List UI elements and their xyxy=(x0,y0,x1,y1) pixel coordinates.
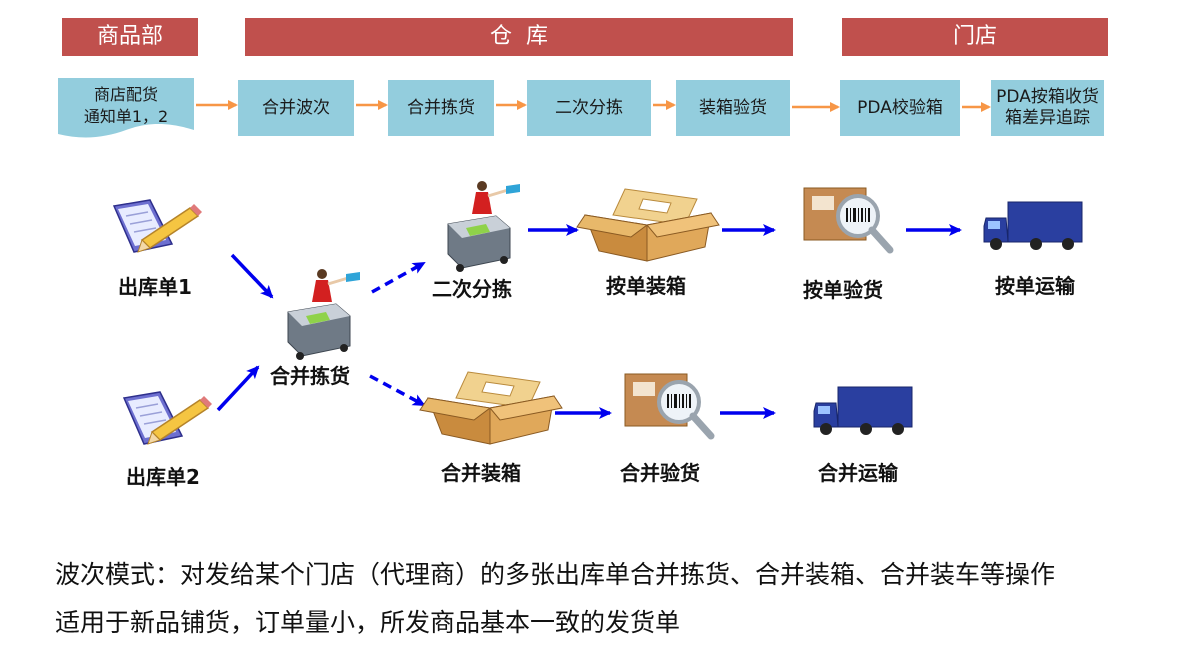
open-box-icon xyxy=(576,188,720,262)
step-notice-line2: 通知单1，2 xyxy=(83,107,169,126)
step-pda-receive-line2: 箱差异追踪 xyxy=(1005,108,1090,128)
notice-document-shape xyxy=(58,78,194,138)
note-line-1: 波次模式：对发给某个门店（代理商）的多张出库单合并拣货、合并装箱、合并装车等操作 xyxy=(55,560,1056,589)
flow-arrows xyxy=(216,224,962,419)
step-pda-receive: PDA按箱收货 箱差异追踪 xyxy=(991,80,1104,136)
step-merge-pick: 合并拣货 xyxy=(388,80,494,136)
step-pda-receive-line1: PDA按箱收货 xyxy=(996,87,1099,107)
label-merge-check: 合并验货 xyxy=(620,461,700,485)
picker-cart-icon xyxy=(287,269,360,360)
flow-arrow-dashed xyxy=(369,374,426,407)
label-ship-by-order: 按单运输 xyxy=(995,274,1075,298)
header-store: 门店 xyxy=(842,18,1108,56)
process-arrows xyxy=(196,100,991,112)
barcode-check-icon xyxy=(803,187,894,254)
label-pack-by-order: 按单装箱 xyxy=(606,274,686,298)
label-order-2: 出库单2 xyxy=(126,465,200,489)
step-notice-line1: 商店配货 xyxy=(93,85,158,104)
step-merge-wave: 合并波次 xyxy=(238,80,354,136)
header-product-dept: 商品部 xyxy=(62,18,198,56)
picker-cart-icon xyxy=(447,181,520,272)
label-merge-ship: 合并运输 xyxy=(818,461,898,485)
order-document-icon xyxy=(112,199,202,253)
label-merge-pick: 合并拣货 xyxy=(270,364,350,388)
barcode-check-icon xyxy=(624,373,715,440)
flow-arrow xyxy=(230,253,274,299)
flow-arrow xyxy=(216,365,260,412)
step-second-sort: 二次分拣 xyxy=(527,80,651,136)
label-merge-pack: 合并装箱 xyxy=(441,461,521,485)
label-check-by-order: 按单验货 xyxy=(803,278,883,302)
flow-arrow-dashed xyxy=(371,261,426,294)
open-box-icon xyxy=(419,371,563,445)
note-line-2: 适用于新品铺货，订单量小，所发商品基本一致的发货单 xyxy=(55,608,681,637)
truck-icon xyxy=(813,386,913,435)
label-second-sort: 二次分拣 xyxy=(432,277,512,301)
label-order-1: 出库单1 xyxy=(118,275,192,299)
header-warehouse: 仓 库 xyxy=(245,18,793,56)
step-notice: 商店配货 通知单1，2 xyxy=(58,84,194,128)
order-document-icon xyxy=(122,391,212,445)
step-pda-check: PDA校验箱 xyxy=(840,80,960,136)
step-pack-check: 装箱验货 xyxy=(676,80,790,136)
truck-icon xyxy=(983,201,1083,250)
